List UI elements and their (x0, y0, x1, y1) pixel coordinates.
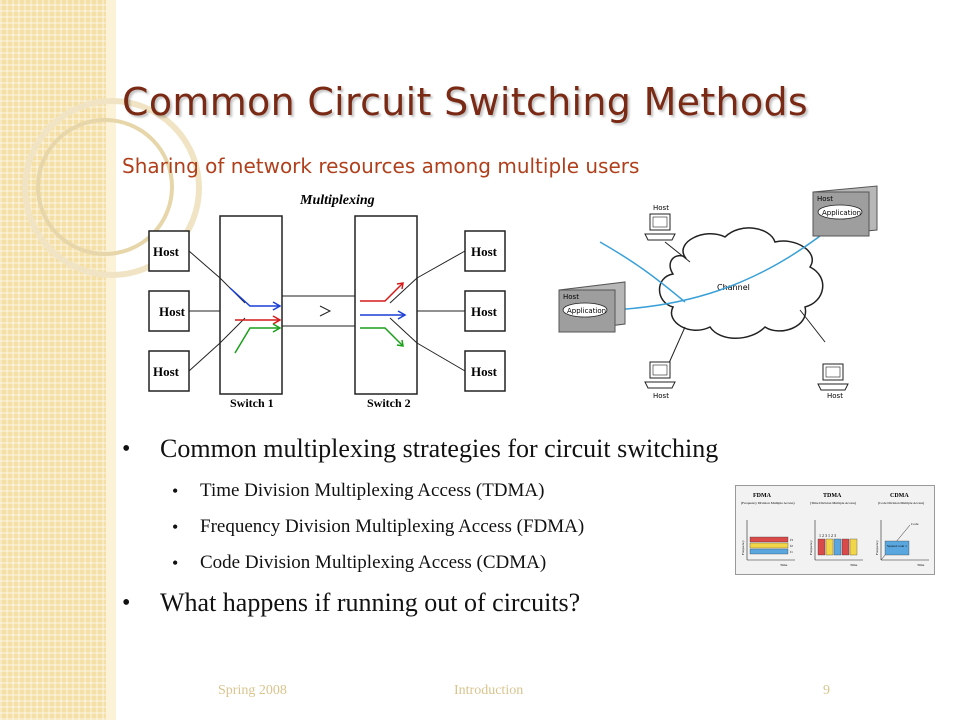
axis-label: Time (850, 563, 858, 567)
channel-label: Channel (717, 283, 750, 292)
terminal-host: Host (817, 363, 849, 400)
page-number: 9 (823, 683, 830, 698)
host-label: Host (153, 244, 180, 259)
panel-caption: (Time Division Multiple Access) (810, 501, 857, 505)
multiplexing-heading: Multiplexing (299, 193, 375, 208)
axis-label: Code (911, 522, 919, 526)
figure-frame (735, 485, 935, 575)
tdma-panel: TDMA (Time Division Multiple Access) 1 2… (809, 493, 863, 567)
multiplex-arrows (229, 282, 407, 354)
footer-date: Spring 2008 (218, 683, 287, 698)
slot-numbers: 1 2 3 1 2 3 (819, 533, 836, 538)
axis-label: Frequency (741, 540, 745, 555)
signal-curves (599, 219, 841, 311)
channel-tick: f1 (790, 550, 793, 554)
switch-1-label: Switch 1 (230, 396, 274, 410)
channel-tick: f2 (790, 544, 793, 548)
host-label: Host (563, 293, 579, 301)
decorative-ring-inner (36, 118, 174, 256)
axis-label: Time (780, 563, 788, 567)
axis-label: Frequency (875, 540, 879, 555)
host-label: Host (159, 304, 186, 319)
panel-caption: (Frequency Division Multiple Access) (741, 501, 795, 505)
right-host-boxes: Host Host Host (464, 230, 506, 392)
terminal-host: Host (644, 361, 676, 400)
host-label: Host (153, 364, 180, 379)
spread-code-label: Spread code 1 (887, 544, 907, 548)
application-label: Application (822, 209, 861, 217)
panel-title: TDMA (823, 493, 842, 499)
slide-title: Common Circuit Switching Methods (122, 80, 809, 124)
shared-channel-diagram: Channel Host Host Application Host Appli… (558, 185, 878, 400)
host-label: Host (471, 244, 498, 259)
bullet-sub: Time Division Multiplexing Access (TDMA) (122, 478, 842, 504)
left-host-boxes: Host Host Host (148, 230, 190, 392)
switch-1-box (219, 215, 283, 395)
host-links (188, 250, 466, 372)
bullet-main: What happens if running out of circuits? (122, 586, 842, 620)
switch-2-label: Switch 2 (367, 396, 411, 410)
bullet-main: Common multiplexing strategies for circu… (122, 432, 842, 466)
axis-label: Time (917, 563, 925, 567)
terminal-host: Host (644, 204, 676, 241)
switch-2-box (354, 215, 418, 395)
application-host: Host Application (558, 281, 626, 333)
host-box (148, 290, 190, 332)
footer-title: Introduction (454, 683, 524, 698)
sidebar-stripe (106, 0, 116, 720)
bullet-sub: Frequency Division Multiplexing Access (… (122, 514, 842, 540)
slide-subtitle: Sharing of network resources among multi… (122, 154, 640, 178)
axis-label: Frequency (809, 540, 813, 555)
host-label: Host (471, 364, 498, 379)
host-label: Host (653, 204, 669, 212)
host-label: Host (653, 392, 669, 400)
access-methods-figure: FDMA (Frequency Division Multiple Access… (735, 485, 935, 575)
decorative-ring-outer (22, 98, 202, 278)
bullet-list: Common multiplexing strategies for circu… (122, 432, 842, 632)
host-box (464, 230, 506, 272)
bullet-sub: Code Division Multiplexing Access (CDMA) (122, 550, 842, 576)
host-label: Host (827, 392, 843, 400)
panel-caption: (Code Division Multiple Access) (878, 501, 925, 505)
host-box (464, 290, 506, 332)
multiplexing-diagram: Multiplexing Host Host Host Host Host Ho… (148, 193, 506, 410)
cdma-panel: CDMA (Code Division Multiple Access) Cod… (875, 493, 929, 567)
application-label: Application (567, 307, 606, 315)
host-label: Host (817, 195, 833, 203)
application-host: Host Application (812, 185, 878, 237)
channel-tick: f3 (790, 538, 793, 542)
panel-title: FDMA (753, 493, 772, 499)
channel-cloud (658, 227, 824, 339)
host-label: Host (471, 304, 498, 319)
fdma-panel: FDMA (Frequency Division Multiple Access… (741, 493, 795, 567)
host-box (464, 350, 506, 392)
panel-title: CDMA (890, 493, 909, 499)
